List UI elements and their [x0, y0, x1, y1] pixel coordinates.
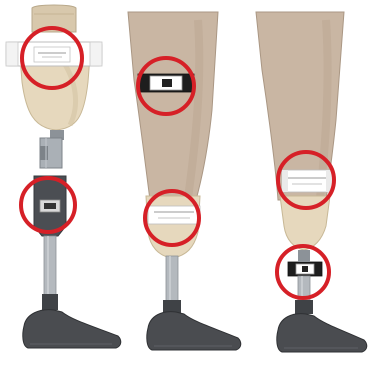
knee-strap [282, 170, 332, 192]
panel-1 [6, 5, 121, 348]
pylon-tube [42, 236, 58, 310]
ankle-strap [288, 262, 322, 276]
prosthetic-foot [277, 314, 367, 352]
pylon-tube [163, 256, 181, 314]
panel-2 [128, 12, 241, 350]
panel-3 [256, 12, 367, 352]
pylon-tube [295, 250, 313, 314]
knee-strap [148, 206, 200, 224]
residual-limb [128, 12, 218, 200]
prosthetic-foot [23, 310, 121, 348]
pylon-adapter [40, 130, 64, 168]
prosthetic-foot [147, 312, 241, 350]
thigh-strap [138, 74, 194, 92]
socket [146, 196, 200, 258]
